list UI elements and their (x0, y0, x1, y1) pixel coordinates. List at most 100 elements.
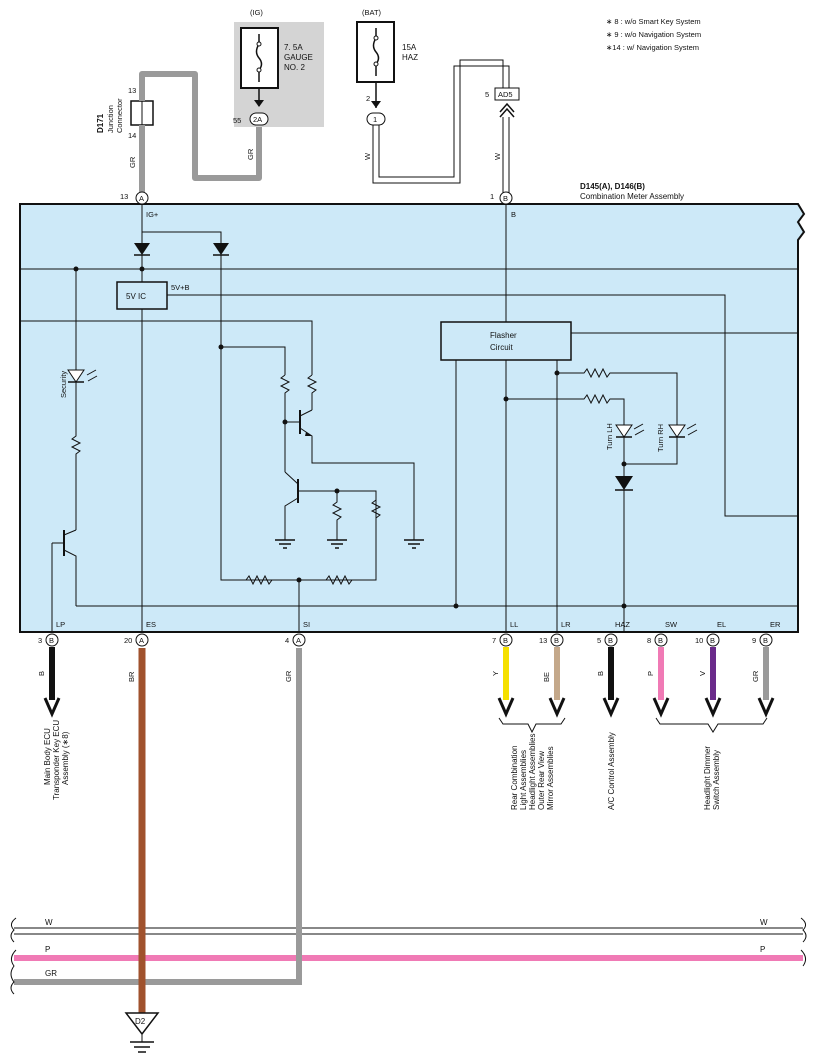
svg-text:Turn RH: Turn RH (656, 424, 665, 452)
dest-transponder-ecu: Transponder Key ECU (52, 720, 61, 800)
terminal-pin: 20 (124, 636, 132, 645)
terminal-connector: B (554, 636, 559, 645)
bus-p-right: P (760, 945, 765, 954)
terminal-connector: B (49, 636, 54, 645)
dest-headlight-dimmer: Headlight Dimmer (703, 746, 712, 810)
svg-text:GAUGE: GAUGE (284, 53, 313, 62)
dest-outer-rear-view: Outer Rear View (537, 751, 546, 810)
terminal-name: LR (561, 620, 571, 629)
terminal-connector: A (139, 636, 144, 645)
meter-subtitle: Combination Meter Assembly (580, 192, 684, 201)
dest-ac-control: A/C Control Assembly (607, 732, 616, 810)
terminal-es: 20 AES BR (124, 620, 156, 682)
dest-assembly-8: Assembly (∗8) (61, 731, 70, 785)
svg-text:W: W (493, 152, 502, 160)
meter-title: D145(A), D146(B) (580, 182, 645, 191)
svg-text:(IG): (IG) (250, 8, 263, 17)
arrow-icon (652, 697, 670, 718)
terminal-connector: A (296, 636, 301, 645)
terminal-pin: 4 (285, 636, 289, 645)
arrow-icon (43, 697, 61, 718)
wire-label: BR (127, 671, 136, 682)
svg-text:IG+: IG+ (146, 210, 159, 219)
svg-text:GR: GR (128, 156, 137, 168)
dest-light-assemblies: Light Assemblies (519, 750, 528, 810)
svg-text:15A: 15A (402, 43, 417, 52)
svg-text:NO. 2: NO. 2 (284, 63, 305, 72)
svg-text:AD5: AD5 (498, 90, 513, 99)
terminal-connector: B (710, 636, 715, 645)
svg-text:13: 13 (120, 192, 128, 201)
terminal-connector: B (763, 636, 768, 645)
terminal-name: EL (717, 620, 726, 629)
terminal-name: LL (510, 620, 518, 629)
terminal-pin: 3 (38, 636, 42, 645)
terminal-pin: 8 (647, 636, 651, 645)
terminal-pin: 10 (695, 636, 703, 645)
terminal-lr: 13 BLR BE (539, 620, 571, 718)
terminal-pin: 13 (539, 636, 547, 645)
terminal-connector: B (608, 636, 613, 645)
terminal-pin: 9 (752, 636, 756, 645)
arrow-icon (704, 697, 722, 718)
destination-labels: Main Body ECU Transponder Key ECU Assemb… (43, 717, 768, 810)
bus-gr-left: GR (45, 969, 57, 978)
terminal-pin: 7 (492, 636, 496, 645)
svg-text:5V IC: 5V IC (126, 292, 146, 301)
svg-text:1: 1 (373, 115, 377, 124)
svg-text:(BAT): (BAT) (362, 8, 382, 17)
dest-mirror-assemblies: Mirror Assemblies (546, 746, 555, 810)
svg-text:Circuit: Circuit (490, 343, 513, 352)
wire-label: B (596, 671, 605, 676)
svg-text:13: 13 (128, 86, 136, 95)
note-smart-key: ∗ 8 : w/o Smart Key System (606, 17, 701, 26)
bus-w-right: W (760, 918, 768, 927)
combination-meter-assembly: 13 A IG+ 1 B B 5V IC 5V+B (19, 191, 806, 633)
wire-label: GR (751, 670, 760, 682)
svg-text:Security: Security (59, 371, 68, 398)
svg-text:B: B (503, 194, 508, 203)
svg-text:7. 5A: 7. 5A (284, 43, 303, 52)
junction-connector-d171: 13 14 D171 Junction Connector (96, 86, 154, 140)
terminal-name: SI (303, 620, 310, 629)
terminal-name: ES (146, 620, 156, 629)
terminal-name: SW (665, 620, 678, 629)
svg-text:55: 55 (233, 116, 241, 125)
svg-text:Junction: Junction (106, 105, 115, 133)
dest-main-body-ecu: Main Body ECU (43, 728, 52, 785)
svg-text:GR: GR (246, 148, 255, 160)
svg-text:Connector: Connector (115, 98, 124, 133)
ground-d2: D2 (124, 648, 160, 1053)
terminal-pin: 5 (597, 636, 601, 645)
svg-text:Flasher: Flasher (490, 331, 517, 340)
terminal-el: 10 BEL V (695, 620, 726, 718)
svg-text:2A: 2A (253, 115, 262, 124)
bottom-bus: W W P P GR (10, 648, 807, 995)
dest-headlight-assemblies: Headlight Assemblies (528, 734, 537, 810)
svg-text:W: W (363, 152, 372, 160)
svg-text:Turn LH: Turn LH (605, 423, 614, 450)
wire-label: V (698, 671, 707, 676)
arrow-icon (497, 697, 515, 718)
arrow-icon (548, 697, 566, 718)
bus-p-left: P (45, 945, 50, 954)
wire-label: BE (542, 672, 551, 682)
svg-text:B: B (511, 210, 516, 219)
terminal-connector: B (658, 636, 663, 645)
bus-w-left: W (45, 918, 53, 927)
connector-ad5: 5 AD5 (485, 87, 520, 118)
wire-label: P (646, 671, 655, 676)
dest-rear-combination: Rear Combination (510, 746, 519, 810)
terminal-connector: B (503, 636, 508, 645)
wire-label: GR (284, 670, 293, 682)
dest-switch-assembly: Switch Assembly (712, 750, 721, 810)
top-wiring: GR GR W W (128, 59, 510, 195)
svg-text:A: A (139, 194, 144, 203)
svg-text:D171: D171 (96, 113, 105, 133)
